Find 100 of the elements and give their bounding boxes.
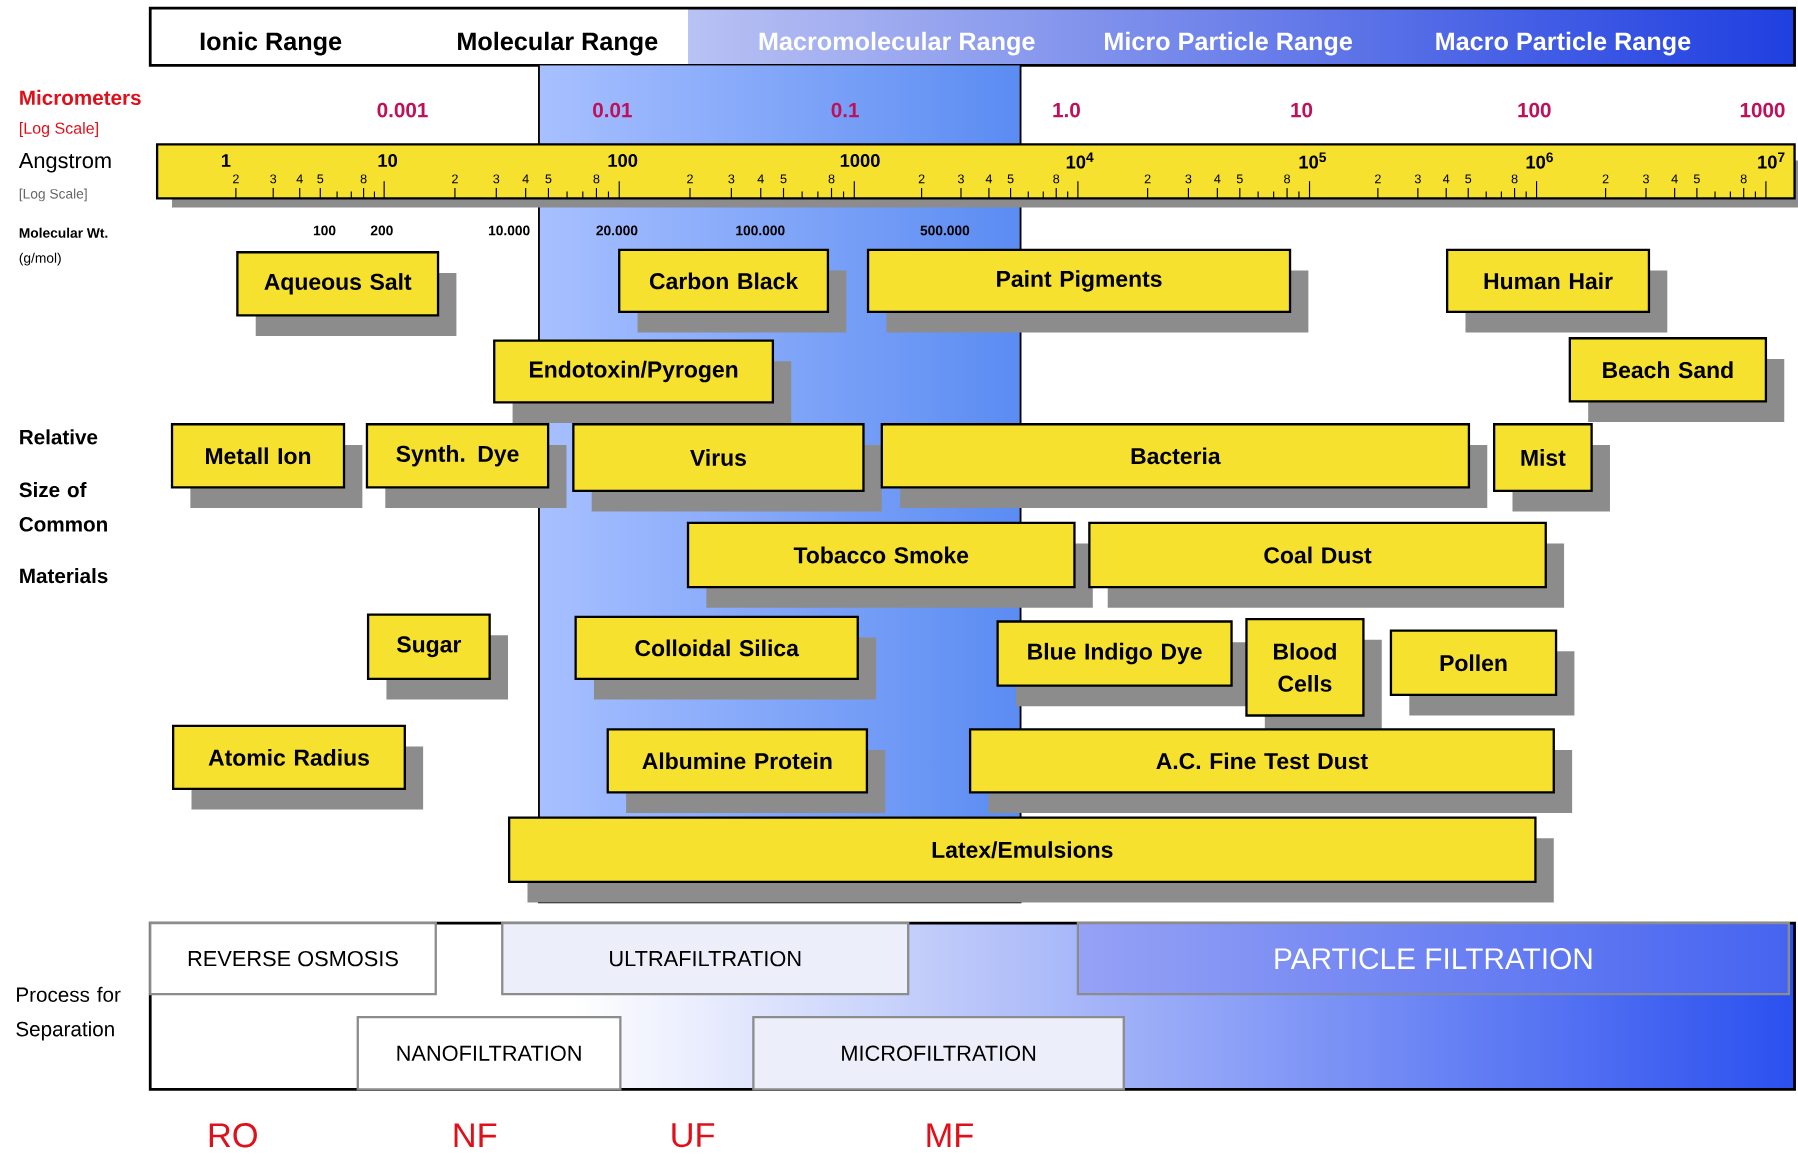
material-box: Sugar bbox=[366, 613, 508, 700]
tick-label: 3 bbox=[493, 174, 500, 184]
tick-label: 10$^{7}$ bbox=[1758, 152, 1785, 169]
tick-label: 8 bbox=[1511, 174, 1518, 184]
process-box: NANOFILTRATION bbox=[356, 1016, 622, 1091]
tick-label: 8 bbox=[1053, 174, 1060, 184]
scale-value: 0.01 bbox=[593, 102, 632, 118]
tick-label: 100 bbox=[608, 154, 638, 168]
tick-label: 4 bbox=[1671, 174, 1678, 184]
material-box: Tobacco Smoke bbox=[686, 521, 1093, 608]
tick-label: 2 bbox=[233, 174, 239, 184]
weight-value: 100 bbox=[313, 225, 336, 236]
scale-value: 1.0 bbox=[1053, 102, 1080, 118]
scale-value: 0.001 bbox=[377, 102, 428, 118]
material-box: Carbon Black bbox=[618, 248, 847, 333]
material-box: Aqueous Salt bbox=[236, 251, 457, 337]
tick-label: 8 bbox=[1284, 174, 1291, 184]
process-box: ULTRAFILTRATION bbox=[501, 922, 910, 996]
tick-label: 5 bbox=[1236, 174, 1243, 184]
material-box: Pollen bbox=[1389, 629, 1575, 716]
tick-label: 10$^{5}$ bbox=[1299, 152, 1327, 169]
material-box: Mist bbox=[1493, 423, 1610, 512]
process-abbreviation: MF bbox=[927, 1123, 973, 1148]
tick-label: 4 bbox=[985, 174, 993, 184]
material-box: Paint Pigments bbox=[866, 248, 1309, 333]
range-heading: Macromolecular Range bbox=[759, 31, 1035, 56]
tick-label: 4 bbox=[296, 174, 303, 184]
process-box: REVERSE OSMOSIS bbox=[149, 922, 437, 996]
tick-label: 10$^{6}$ bbox=[1526, 152, 1553, 169]
tick-label: 1000 bbox=[840, 154, 880, 168]
material-box: Metall Ion bbox=[170, 423, 363, 509]
material-box: Synth. Dye bbox=[365, 423, 567, 509]
tick-label: 2 bbox=[918, 174, 925, 184]
material-box: Bacteria bbox=[880, 423, 1488, 509]
tick-label: 4 bbox=[1443, 174, 1450, 184]
side-label: Process for Separation bbox=[16, 987, 121, 1041]
scale-value: 100 bbox=[1518, 102, 1551, 118]
axis-title: Angstrom bbox=[18, 153, 111, 173]
tick-label: 1 bbox=[221, 154, 231, 167]
axis-note: [Log Scale] bbox=[19, 122, 98, 138]
tick-label: 5 bbox=[317, 174, 324, 184]
axis-title: Micrometers bbox=[20, 90, 141, 106]
material-box: Latex/Emulsions bbox=[508, 816, 1554, 903]
material-box: Beach Sand bbox=[1568, 337, 1785, 423]
axis-note: (g/mol) bbox=[19, 252, 61, 266]
process-abbreviation: RO bbox=[209, 1123, 257, 1148]
material-box: Endotoxin/Pyrogen bbox=[493, 339, 792, 424]
weight-value: 100.000 bbox=[736, 225, 785, 236]
scale-value: 0.1 bbox=[831, 102, 859, 118]
tick-label: 5 bbox=[780, 174, 787, 184]
range-heading: Macro Particle Range bbox=[1436, 31, 1691, 56]
material-box: Blue Indigo Dye bbox=[996, 620, 1250, 707]
axis-title: Molecular Wt. bbox=[19, 227, 108, 238]
material-box: Albumine Protein bbox=[606, 728, 886, 814]
weight-value: 200 bbox=[370, 225, 393, 236]
material-box: Virus bbox=[572, 423, 882, 512]
tick-label: 3 bbox=[1414, 174, 1421, 184]
tick-label: 5 bbox=[1007, 174, 1014, 184]
process-abbreviation: NF bbox=[454, 1123, 497, 1148]
material-box: A.C. Fine Test Dust bbox=[968, 728, 1573, 814]
tick-label: 8 bbox=[1740, 174, 1747, 184]
tick-label: 8 bbox=[593, 174, 600, 184]
tick-label: 3 bbox=[957, 174, 964, 184]
tick-label: 3 bbox=[270, 174, 277, 184]
range-heading: Ionic Range bbox=[200, 31, 342, 56]
tick-label: 4 bbox=[1214, 174, 1221, 184]
tick-label: 5 bbox=[1465, 174, 1472, 184]
tick-label: 5 bbox=[545, 174, 552, 184]
scale-value: 10 bbox=[1291, 102, 1313, 118]
tick-label: 8 bbox=[360, 174, 367, 184]
material-box: Blood Cells bbox=[1245, 618, 1382, 737]
tick-label: 8 bbox=[828, 174, 835, 184]
range-heading: Micro Particle Range bbox=[1105, 31, 1352, 56]
tick-label: 5 bbox=[1693, 174, 1700, 184]
material-box: Colloidal Silica bbox=[574, 615, 877, 700]
tick-label: 2 bbox=[1144, 174, 1151, 184]
tick-label: 2 bbox=[1602, 174, 1609, 184]
weight-value: 10.000 bbox=[488, 225, 530, 236]
tick-label: 3 bbox=[728, 174, 735, 184]
process-box: MICROFILTRATION bbox=[752, 1016, 1125, 1091]
weight-value: 500.000 bbox=[920, 225, 970, 236]
side-label: Relative bbox=[20, 429, 98, 445]
material-box: Coal Dust bbox=[1088, 521, 1565, 608]
axis-note: [Log Scale] bbox=[19, 188, 87, 202]
tick-label: 3 bbox=[1185, 174, 1192, 184]
side-label: Size of Common bbox=[19, 482, 107, 532]
scale-value: 1000 bbox=[1740, 102, 1785, 118]
tick-label: 2 bbox=[1375, 174, 1381, 184]
process-box: PARTICLE FILTRATION bbox=[1076, 922, 1790, 996]
tick-label: 4 bbox=[757, 174, 764, 184]
side-label: Materials bbox=[20, 568, 108, 584]
material-box: Atomic Radius bbox=[172, 724, 424, 810]
range-heading: Molecular Range bbox=[458, 31, 658, 56]
tick-label: 10$^{4}$ bbox=[1066, 152, 1094, 169]
tick-label: 4 bbox=[522, 174, 529, 184]
tick-label: 2 bbox=[452, 174, 458, 184]
weight-value: 20.000 bbox=[596, 225, 638, 236]
tick-label: 3 bbox=[1642, 174, 1649, 184]
process-abbreviation: UF bbox=[672, 1123, 715, 1148]
material-box: Human Hair bbox=[1446, 248, 1668, 333]
